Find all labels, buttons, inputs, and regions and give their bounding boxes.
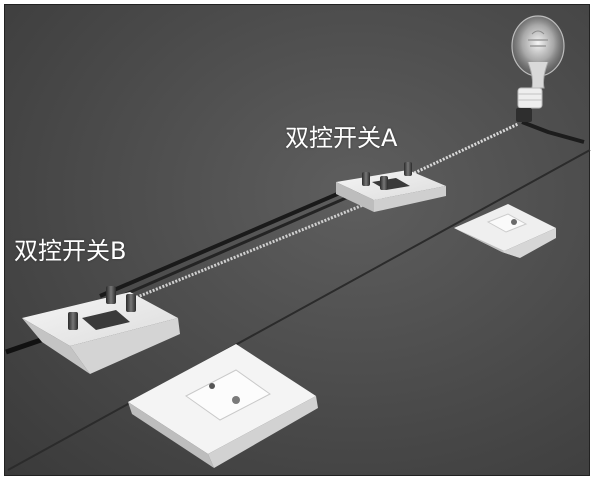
label-switch-b: 双控开关B	[14, 237, 127, 265]
wire-traveler-upper	[99, 178, 371, 298]
switch-b-base	[22, 286, 180, 374]
wire-traveler-mid	[111, 182, 379, 302]
switch-plate-small	[454, 204, 556, 258]
switch-plate-large	[128, 344, 318, 468]
label-switch-a: 双控开关A	[285, 124, 398, 152]
wire-to-lamp-light	[407, 122, 519, 178]
floor-rail-line	[7, 149, 591, 471]
switch-a-base	[336, 162, 446, 212]
wire-lamp-return	[521, 120, 585, 144]
light-bulb-icon	[511, 15, 565, 122]
wire-traveler-light	[129, 192, 391, 302]
